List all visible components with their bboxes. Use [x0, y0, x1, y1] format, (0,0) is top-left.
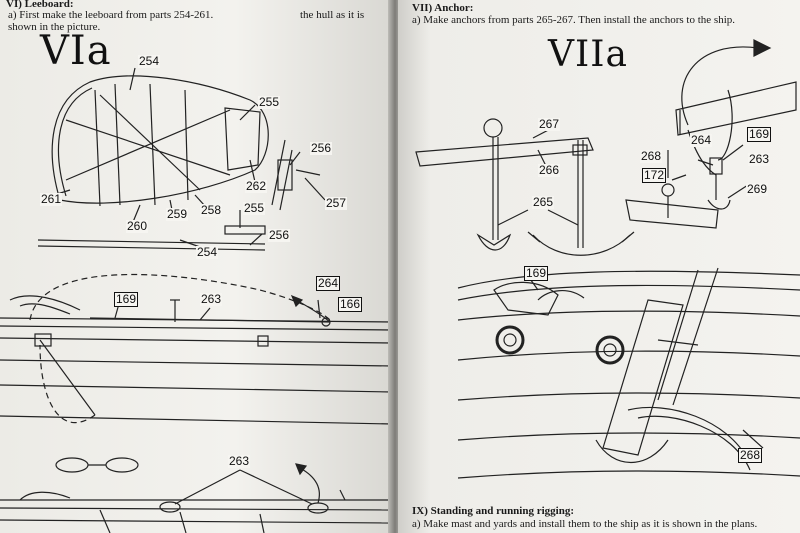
part-label-268: 268 — [640, 149, 663, 163]
part-label-263: 263 — [200, 292, 223, 306]
part-label-172: 172 — [642, 168, 667, 183]
section-heading-anchor: VII) Anchor: — [412, 2, 474, 14]
part-label-257: 257 — [325, 196, 348, 210]
part-label-255-b: 255 — [243, 201, 266, 215]
part-label-265: 265 — [532, 195, 555, 209]
part-label-264: 264 — [316, 276, 341, 291]
part-label-169: 169 — [747, 127, 772, 142]
section-heading-rigging: IX) Standing and running rigging: — [412, 505, 574, 517]
part-label-263-b: 263 — [228, 454, 251, 468]
leeboard-instruction-line1-end: the hull as it is — [300, 9, 365, 21]
part-label-262: 262 — [245, 179, 268, 193]
anchor-drawing — [415, 39, 800, 479]
leeboard-instruction-line2: shown in the picture. — [8, 21, 101, 33]
leeboard-instruction-line1: a) First make the leeboard from parts 25… — [8, 9, 214, 21]
part-label-260: 260 — [126, 219, 149, 233]
part-label-255: 255 — [258, 95, 281, 109]
left-page: VI) Leeboard: a) First make the leeboard… — [0, 0, 392, 533]
part-label-261: 261 — [40, 192, 63, 206]
right-page: VII) Anchor: a) Make anchors from parts … — [398, 0, 800, 533]
part-label-166: 166 — [338, 297, 363, 312]
part-label-267: 267 — [538, 117, 561, 131]
part-label-169: 169 — [114, 292, 139, 307]
figure-title-viia: VIIa — [548, 34, 628, 75]
part-label-263: 263 — [748, 152, 771, 166]
anchor-instruction: a) Make anchors from parts 265-267. Then… — [412, 14, 735, 26]
section-heading-leeboard: VI) Leeboard: — [6, 0, 74, 10]
part-label-264: 264 — [690, 133, 713, 147]
part-label-256: 256 — [310, 141, 333, 155]
part-label-259: 259 — [166, 207, 189, 221]
part-label-256-b: 256 — [268, 228, 291, 242]
part-label-269: 269 — [746, 182, 769, 196]
part-label-268-b: 268 — [738, 448, 763, 463]
part-label-258: 258 — [200, 203, 223, 217]
figure-title-via: VIa — [40, 28, 112, 74]
part-label-254-b: 254 — [196, 245, 219, 259]
rigging-instruction: a) Make mast and yards and install them … — [412, 518, 758, 530]
part-label-254: 254 — [138, 54, 161, 68]
part-label-266: 266 — [538, 163, 561, 177]
part-label-169-b: 169 — [524, 266, 549, 281]
leeboard-drawing — [0, 67, 392, 533]
